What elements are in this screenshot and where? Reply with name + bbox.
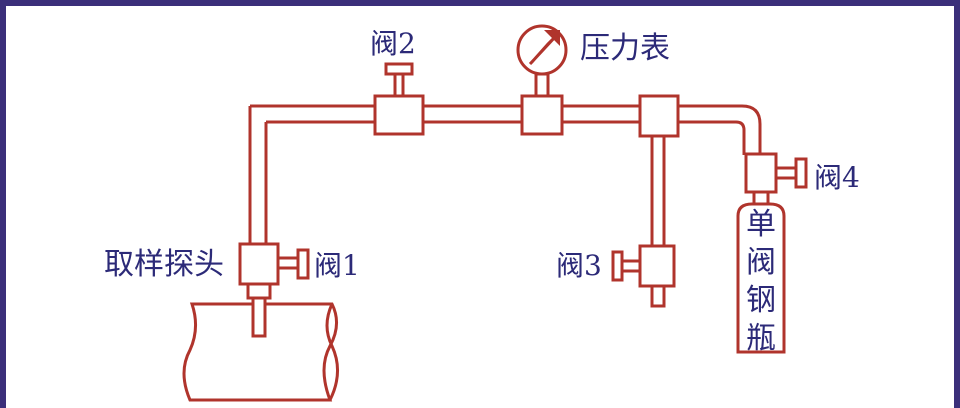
valve4-handle xyxy=(794,157,808,189)
tee-fitting xyxy=(638,94,680,138)
probe-collar xyxy=(246,282,272,300)
label-pressure-gauge: 压力表 xyxy=(580,31,670,66)
valve2-stem xyxy=(393,72,405,98)
valve4-stem xyxy=(774,166,798,180)
branch-pipe xyxy=(650,136,666,248)
valve2-handle xyxy=(384,62,414,76)
valve3-stem xyxy=(620,259,642,273)
valve2-body xyxy=(373,94,425,136)
valve1-body xyxy=(238,242,280,286)
label-valve2: 阀2 xyxy=(370,27,416,60)
gauge-stem xyxy=(534,72,550,98)
valve4-body xyxy=(744,152,778,194)
valve3-handle xyxy=(611,250,624,282)
cylinder-neck xyxy=(752,190,770,206)
label-sampling-probe: 取样探头 xyxy=(104,247,224,282)
label-valve4: 阀4 xyxy=(814,161,860,194)
gauge-needle xyxy=(528,34,558,66)
valve1-stem xyxy=(276,256,300,270)
gauge-fitting xyxy=(520,94,564,136)
valve1-handle xyxy=(296,248,310,280)
gauge-needle-arrow xyxy=(544,30,560,46)
valve3-body xyxy=(638,244,676,288)
cylinder-body xyxy=(736,202,786,354)
outlet-pipe xyxy=(650,286,666,308)
main-pipe-inner xyxy=(266,120,746,155)
label-valve1: 阀1 xyxy=(314,249,360,282)
process-pipe-edge xyxy=(325,303,339,401)
main-pipe xyxy=(250,104,762,155)
label-valve3: 阀3 xyxy=(556,249,602,282)
label-cylinder: 单阀钢瓶 xyxy=(746,207,776,356)
probe-tube xyxy=(251,296,267,338)
